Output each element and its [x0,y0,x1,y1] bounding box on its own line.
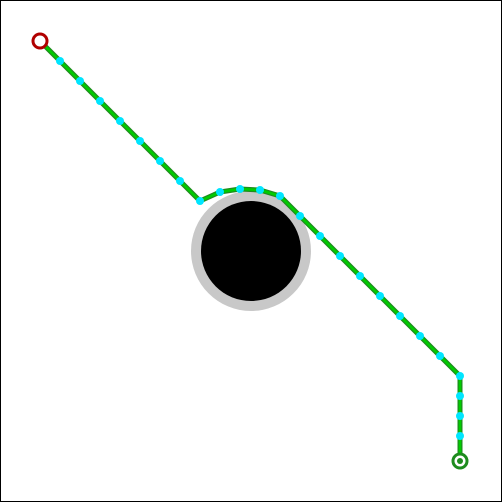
waypoint-dot [176,177,184,185]
obstacle [201,201,301,301]
waypoint-dot [256,186,264,194]
waypoint-dot [136,137,144,145]
waypoint-dot [116,117,124,125]
waypoint-dot [376,292,384,300]
waypoint-dot [236,185,244,193]
goal-marker-center [457,458,463,464]
waypoint-dot [436,352,444,360]
waypoint-dot [396,312,404,320]
waypoint-dot [276,192,284,200]
waypoint-dot [456,412,464,420]
waypoint-dot [316,232,324,240]
waypoints [56,57,464,440]
waypoint-dot [456,432,464,440]
waypoint-dot [216,188,224,196]
waypoint-dot [356,272,364,280]
waypoint-dot [456,392,464,400]
waypoint-dot [56,57,64,65]
waypoint-dot [336,252,344,260]
waypoint-dot [96,97,104,105]
waypoint-dot [196,197,204,205]
start-marker [31,32,49,50]
waypoint-dot [296,212,304,220]
waypoint-dot [416,332,424,340]
waypoint-dot [456,372,464,380]
waypoint-dot [156,157,164,165]
path-line [38,39,462,463]
waypoint-dot [76,77,84,85]
